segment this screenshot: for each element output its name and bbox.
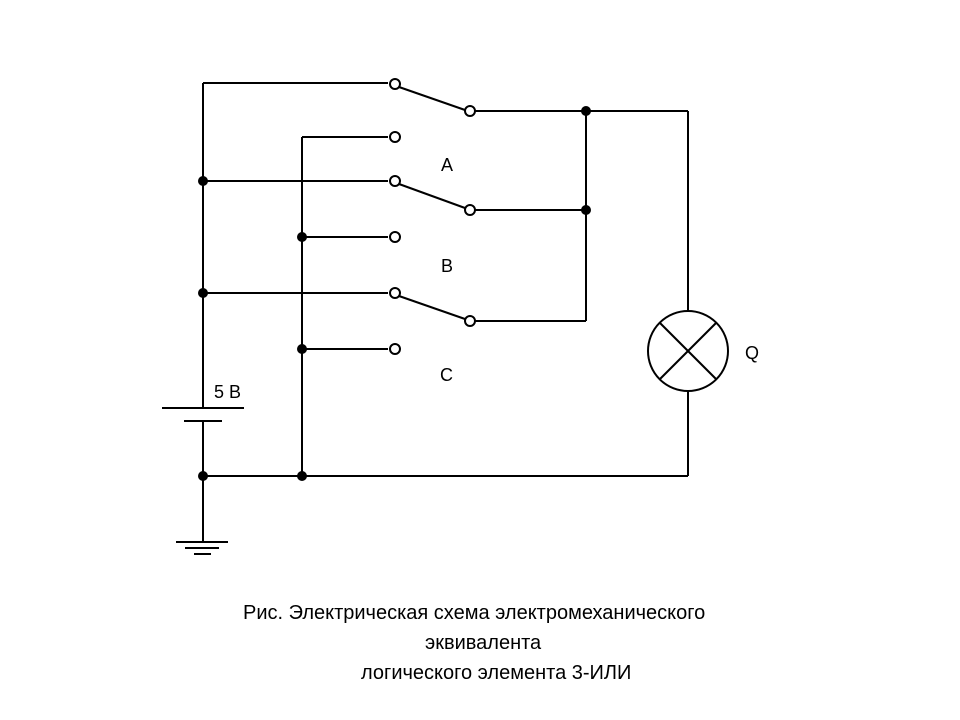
junction-node — [198, 471, 208, 481]
contact-b-nc — [389, 231, 401, 243]
junction-node — [581, 205, 591, 215]
voltage-label: 5 В — [214, 382, 241, 402]
switch-a — [389, 131, 476, 216]
contact-a-out — [464, 204, 476, 216]
lamp-icon — [647, 310, 729, 392]
junction-nodes — [198, 106, 591, 481]
contact-c-nc — [389, 343, 401, 355]
caption-line-3: логического элемента 3-ИЛИ — [361, 662, 632, 684]
ground-icon — [176, 541, 228, 555]
junction-node — [297, 471, 307, 481]
junction-node — [581, 106, 591, 116]
caption-line-1: Рис. Электрическая схема электромеханиче… — [243, 602, 706, 624]
switch-a-label: A — [441, 155, 453, 175]
battery-icon — [162, 407, 244, 542]
junction-node — [198, 176, 208, 186]
switch-b-label: B — [441, 256, 453, 276]
contact-b-common — [389, 287, 401, 299]
junction-node — [198, 288, 208, 298]
circuit-diagram: A B C 5 В Q — [162, 78, 759, 555]
contact-top-out — [464, 105, 476, 117]
contact-rail — [301, 136, 388, 476]
output-bus — [475, 110, 689, 476]
power-rail — [202, 82, 388, 407]
switch-top — [389, 78, 476, 117]
junction-node — [297, 344, 307, 354]
contact-a-common — [389, 175, 401, 187]
junction-node — [297, 232, 307, 242]
contact-a-nc — [389, 131, 401, 143]
contact-top-common — [389, 78, 401, 90]
switch-c — [389, 343, 401, 355]
contact-b-out — [464, 315, 476, 327]
switch-c-label: C — [440, 365, 453, 385]
caption-line-2: эквивалента — [425, 632, 542, 654]
switch-b — [389, 231, 476, 327]
lamp-label: Q — [745, 343, 759, 363]
